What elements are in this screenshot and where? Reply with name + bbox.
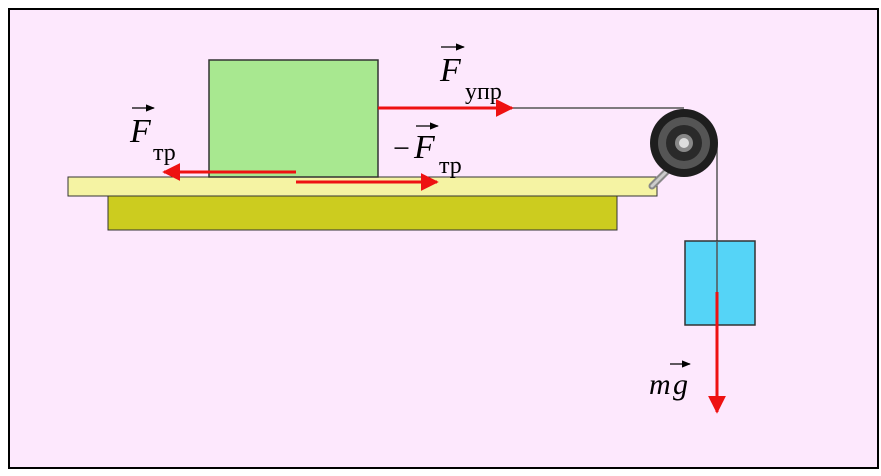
gravity-mass: m	[649, 368, 671, 401]
f-elastic-subscript: упр	[465, 79, 502, 105]
neg-f-friction-subscript: тр	[439, 153, 462, 179]
label-f-elastic: F упр	[439, 43, 502, 105]
f-elastic-symbol: F	[439, 52, 462, 89]
neg-sign: −	[393, 132, 410, 165]
pulley	[650, 109, 718, 177]
label-f-friction: F тр	[129, 104, 176, 166]
tabletop	[67, 176, 658, 197]
label-neg-f-friction: − F тр	[393, 122, 462, 179]
gravity-g: g	[673, 368, 688, 401]
neg-f-friction-symbol: F	[413, 129, 436, 166]
diagram-background	[8, 8, 879, 469]
table-base	[107, 195, 618, 231]
f-friction-subscript: тр	[153, 140, 176, 166]
block	[208, 59, 379, 178]
label-gravity: m g	[649, 360, 691, 401]
f-friction-symbol: F	[129, 113, 152, 150]
hanging-weight	[684, 240, 756, 326]
